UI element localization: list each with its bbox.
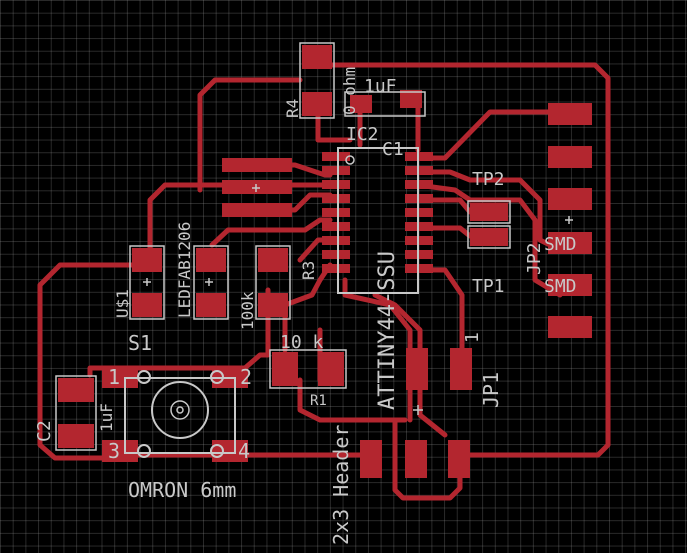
trace-ic-jp1 (422, 267, 465, 353)
label-sw-pin4: 4 (238, 439, 250, 463)
label-tp1: TP1 (472, 276, 505, 297)
label-ic2: IC2 (346, 124, 379, 145)
trace-ic-left-4 (209, 217, 333, 248)
trace-jp1-header (417, 387, 448, 438)
trace-r4-vcc (315, 107, 353, 143)
label-led-part: LEDFAB1206 (175, 222, 194, 318)
label-r3-value: 100k (238, 291, 257, 330)
label-jp1-pin: 1 (462, 332, 483, 343)
trace-switch-top (87, 287, 271, 378)
trace-ic-header-2 (372, 292, 423, 353)
trace-ic-left-6 (282, 262, 333, 353)
trace-left-loop (37, 262, 143, 461)
label-c1-value: 1uF (364, 76, 397, 97)
silkscreen-outlines (55, 42, 573, 458)
trace-header-loop (392, 417, 463, 501)
label-s1: S1 (128, 331, 152, 355)
trace-top-right (327, 62, 611, 458)
label-header-part: 2x3 Header (329, 425, 353, 545)
label-jp2-value: SMD (544, 234, 577, 255)
trace-r1-header (297, 377, 408, 423)
trace-ic-jp2-3 (422, 183, 563, 298)
trace-ic-tp (422, 197, 473, 215)
label-c2: C2 (34, 420, 55, 442)
label-r1-value: 10 k (280, 332, 324, 353)
label-ic-part: ATTINY44-SSU (375, 251, 400, 410)
label-tp2: TP2 (472, 169, 505, 190)
silkscreen-labels: R4 0 ohm 1uF IC2 C1 ATTINY44-SSU TP2 SMD… (34, 67, 577, 545)
label-c2-value: 1uF (97, 403, 116, 432)
label-tp1-value: SMD (544, 276, 577, 297)
label-sw-pin3: 3 (108, 439, 120, 463)
trace-outer-top (197, 77, 303, 193)
label-r1: R1 (310, 393, 327, 409)
label-us1: U$1 (113, 289, 132, 318)
label-r3: R3 (299, 261, 318, 280)
label-jp1: JP1 (479, 372, 503, 408)
trace-ic-tp2 (422, 225, 473, 239)
label-r4-value: 0 ohm (340, 67, 359, 115)
label-c1: C1 (382, 139, 404, 160)
trace-ic-jp2-2 (422, 169, 563, 253)
label-sw-pin1: 1 (108, 365, 120, 389)
label-switch-part: OMRON 6mm (128, 478, 236, 502)
trace-ic-jp2-1 (422, 109, 563, 161)
label-r4: R4 (283, 99, 302, 118)
label-jp2: JP2 (524, 242, 545, 275)
label-sw-pin2: 2 (240, 365, 252, 389)
